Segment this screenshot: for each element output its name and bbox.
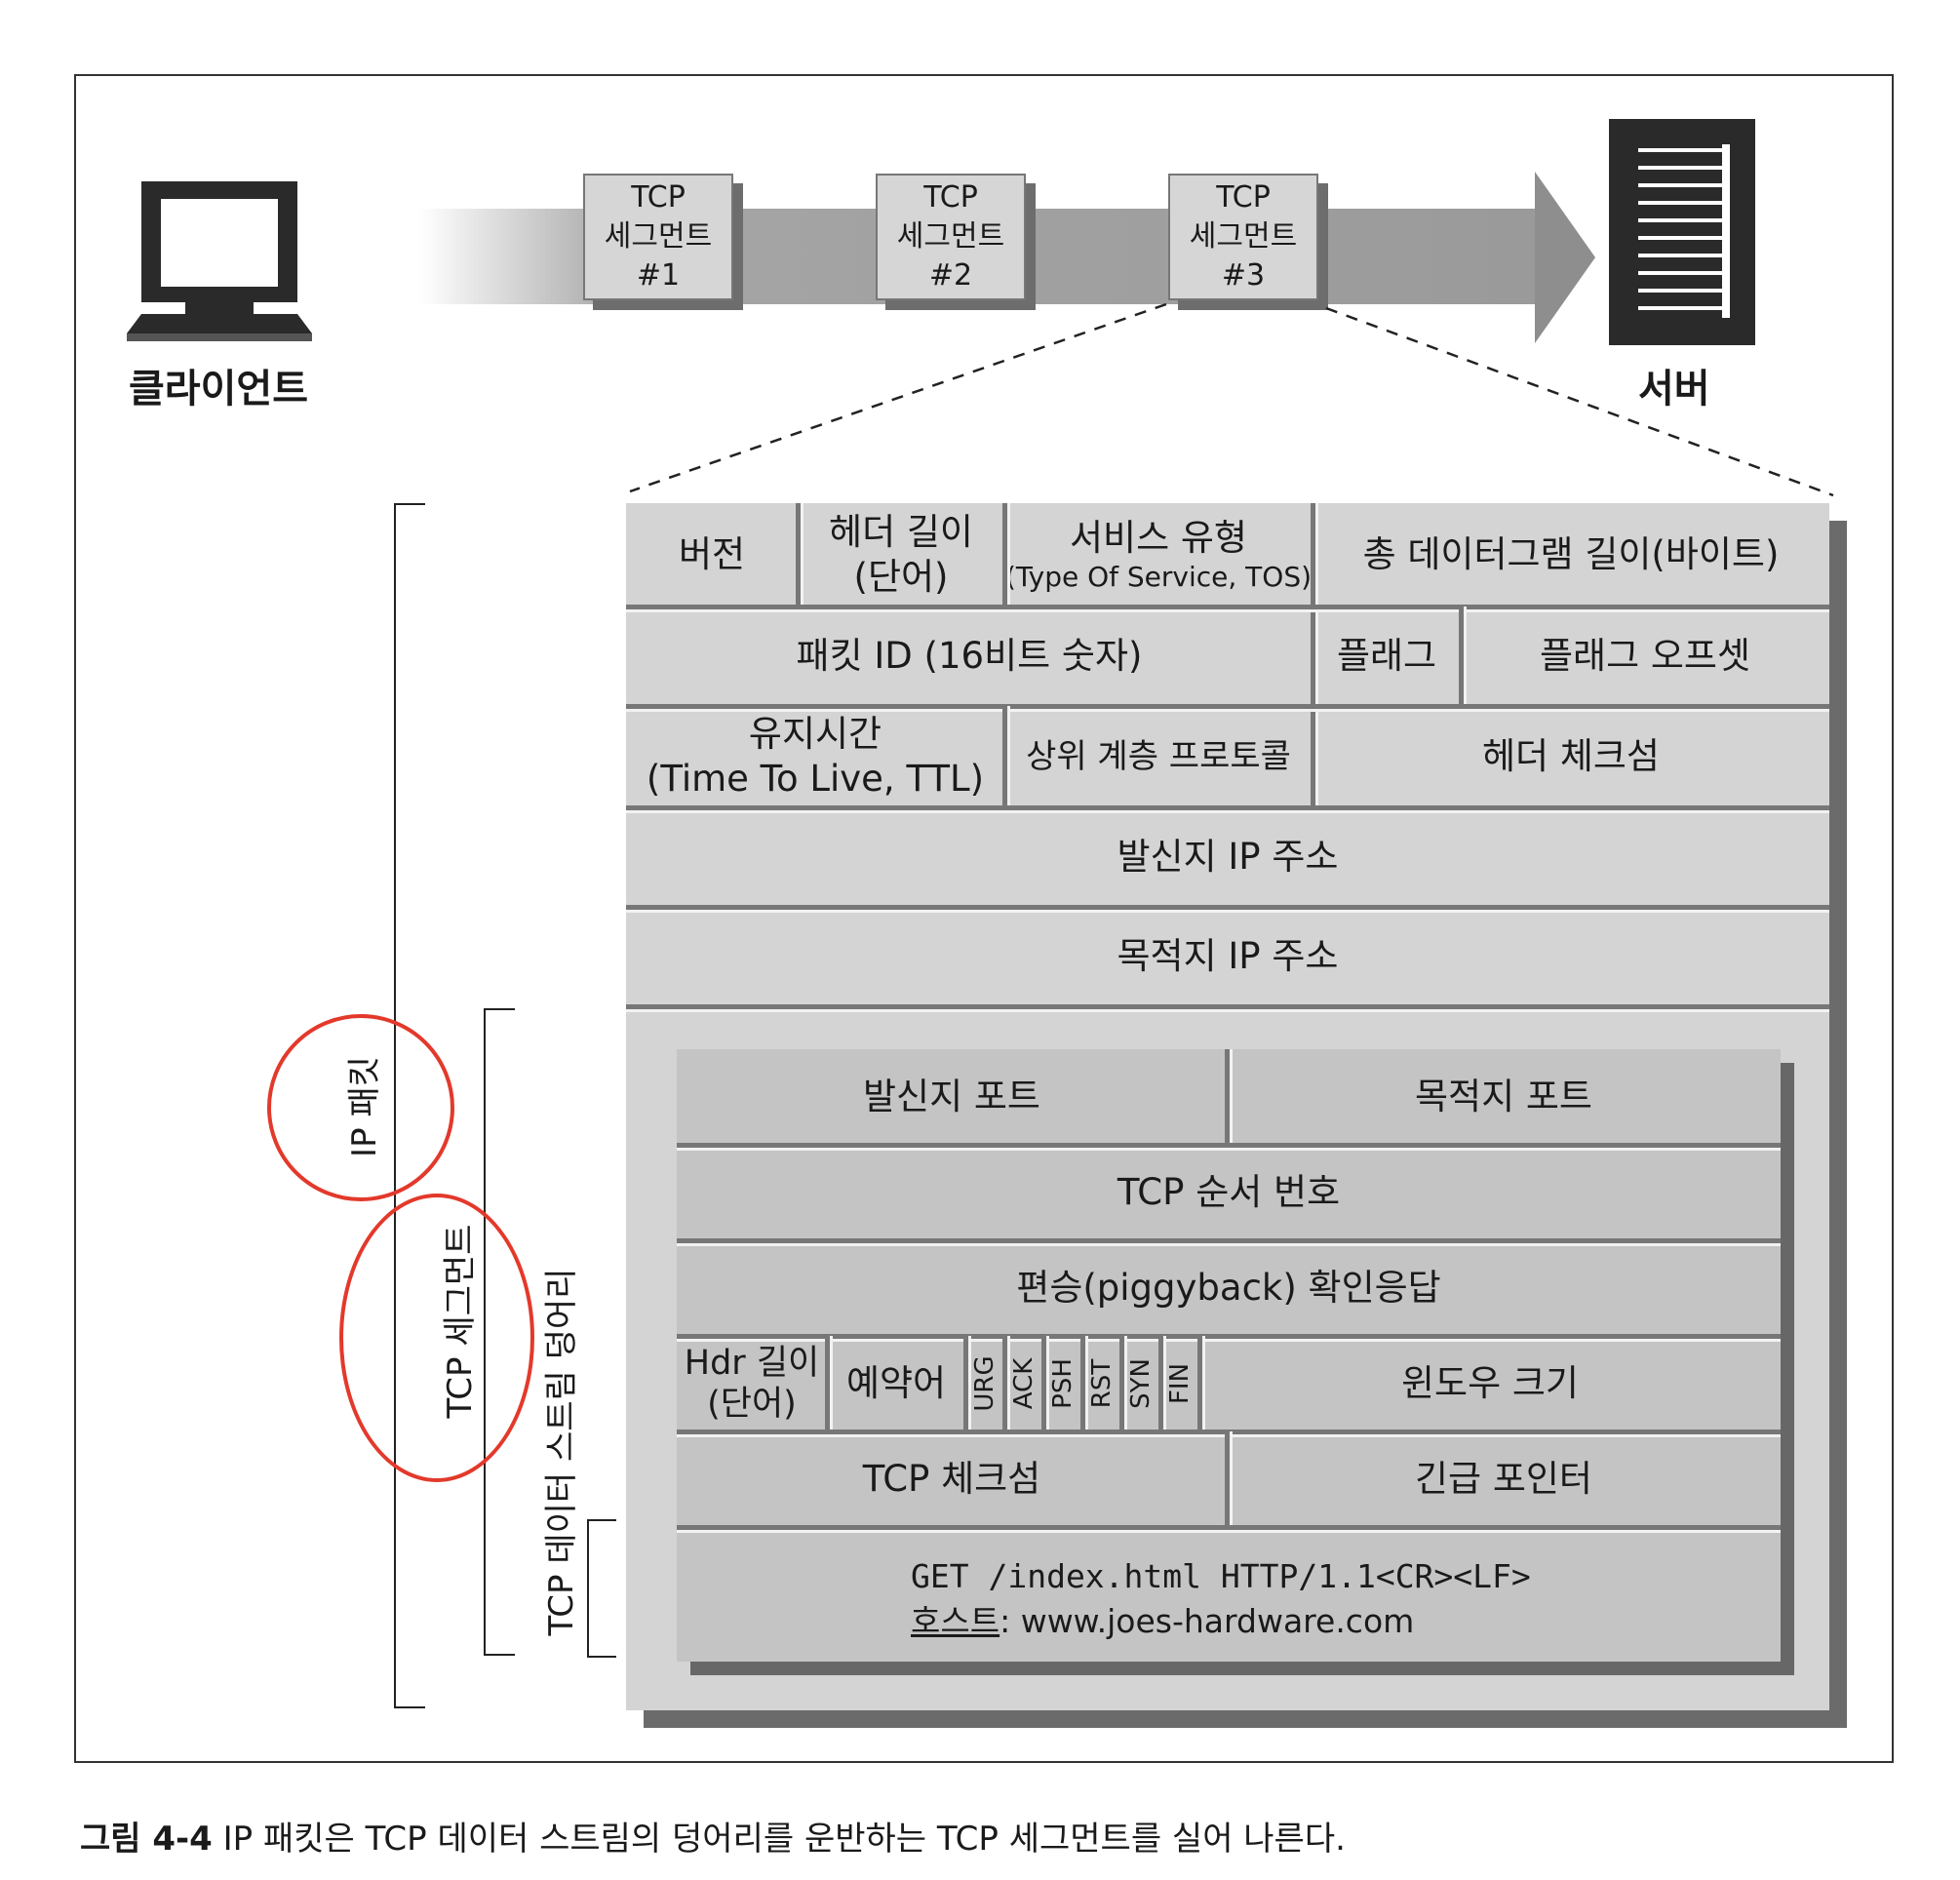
ip-service-type-sub: (Type Of Service, TOS)	[1004, 561, 1313, 593]
ip-packet-id: 패킷 ID (16비트 숫자)	[796, 635, 1143, 677]
caption-figure-number: 그림 4-4	[80, 1820, 213, 1859]
tcp-urgent-pointer: 긴급 포인터	[1415, 1458, 1592, 1500]
caption-text: IP 패킷은 TCP 데이터 스트림의 덩어리를 운반하는 TCP 세그먼트를 …	[212, 1820, 1346, 1859]
data-chunk-label: TCP 데이터 스트림 덩어리	[541, 1268, 581, 1636]
figure-frame	[74, 74, 1894, 1763]
ip-flags: 플래그	[1336, 635, 1437, 677]
tcp-reserved: 예약어	[845, 1362, 947, 1404]
server-icon	[1609, 119, 1755, 345]
tcp-segment-1: TCP 세그먼트 #1	[583, 174, 733, 300]
host-line: 호스트: www.joes-hardware.com	[911, 1599, 1769, 1644]
client-label: 클라이언트	[129, 367, 308, 411]
tcp-header-length: Hdr 길이 (단어)	[684, 1344, 820, 1424]
tcp-source-port: 발신지 포트	[863, 1076, 1040, 1117]
arrow-head	[1535, 172, 1595, 343]
ip-protocol: 상위 계층 프로토콜	[1026, 737, 1291, 776]
tcp-segment-3: TCP 세그먼트 #3	[1168, 174, 1318, 300]
tcp-window-size: 윈도우 크기	[1401, 1362, 1579, 1404]
ip-dest-address: 목적지 IP 주소	[1117, 935, 1339, 977]
tcp-data: GET /index.html HTTP/1.1<CR><LF> 호스트: ww…	[911, 1554, 1769, 1644]
host-value: : www.joes-hardware.com	[1000, 1602, 1415, 1640]
ip-header-checksum: 헤더 체크섬	[1482, 735, 1660, 777]
ip-service-type: 서비스 유형 (Type Of Service, TOS)	[1004, 503, 1313, 607]
server-label: 서버	[1638, 367, 1710, 411]
tcp-sequence-number: TCP 순서 번호	[1117, 1171, 1341, 1213]
tcp-segment-table: 발신지 포트 목적지 포트 TCP 순서 번호 편승(piggyback) 확인…	[677, 1049, 1781, 1662]
tcp-segment-2: TCP 세그먼트 #2	[876, 174, 1026, 300]
tcp-segment-highlight	[339, 1194, 534, 1482]
ip-version: 버전	[678, 533, 746, 575]
ip-total-length: 총 데이터그램 길이(바이트)	[1362, 533, 1780, 575]
figure-caption: 그림 4-4 IP 패킷은 TCP 데이터 스트림의 덩어리를 운반하는 TCP…	[80, 1812, 1346, 1860]
ip-header-length: 헤더 길이 (단어)	[829, 511, 973, 598]
tcp-ack-number: 편승(piggyback) 확인응답	[1016, 1267, 1441, 1309]
data-chunk-bracket	[587, 1519, 616, 1658]
tcp-checksum: TCP 체크섬	[862, 1458, 1041, 1500]
client-computer-icon	[127, 181, 312, 341]
http-request-line: GET /index.html HTTP/1.1<CR><LF>	[911, 1557, 1531, 1595]
ip-source-address: 발신지 IP 주소	[1117, 836, 1339, 878]
ip-ttl: 유지시간 (Time To Live, TTL)	[646, 713, 985, 800]
tcp-dest-port: 목적지 포트	[1415, 1076, 1592, 1117]
ip-fragment-offset: 플래그 오프셋	[1539, 635, 1750, 677]
ip-packet-highlight	[267, 1014, 454, 1201]
ip-service-type-label: 서비스 유형	[1070, 517, 1247, 559]
host-label: 호스트	[911, 1602, 1000, 1640]
